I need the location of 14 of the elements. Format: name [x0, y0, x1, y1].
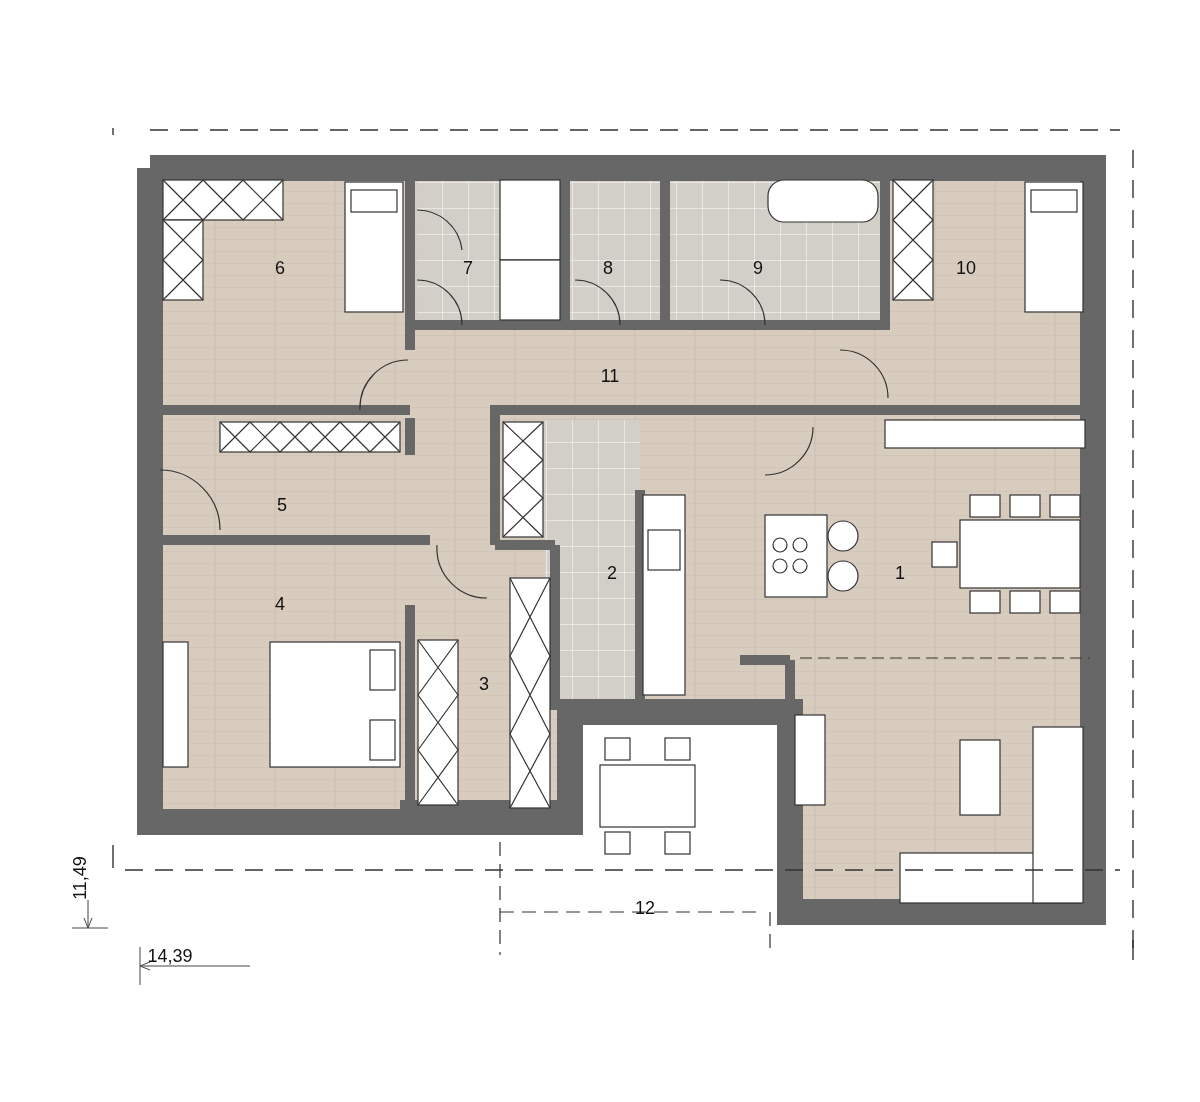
- room-number: 7: [463, 258, 473, 278]
- room-number: 11: [600, 366, 620, 386]
- room-number: 12: [635, 898, 655, 918]
- room-number: 8: [603, 258, 613, 278]
- room-number: 10: [956, 258, 976, 278]
- room-number: 9: [753, 258, 763, 278]
- room-number: 2: [607, 563, 617, 583]
- room-number: 5: [277, 495, 287, 515]
- room-number: 1: [895, 563, 905, 583]
- room-number: 6: [275, 258, 285, 278]
- dimension-label: 14,39: [147, 946, 193, 966]
- room-number: 3: [479, 674, 489, 694]
- dimension-label: 11,49: [70, 856, 90, 900]
- room-number: 4: [275, 594, 285, 614]
